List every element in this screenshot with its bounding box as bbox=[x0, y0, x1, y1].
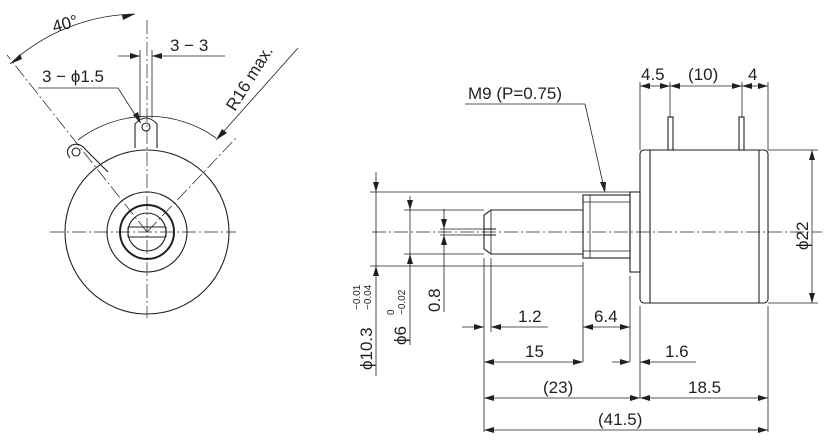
body-diameter-label: ϕ22 bbox=[793, 222, 812, 250]
solder-lug-top bbox=[134, 117, 158, 148]
bushing-outer-circle bbox=[106, 191, 188, 273]
bushing-inner-circle bbox=[119, 204, 175, 260]
body-length-label: 18.5 bbox=[688, 378, 721, 397]
threaded-bushing bbox=[582, 194, 631, 259]
hole-spacing-label: 3 − 3 bbox=[170, 36, 208, 55]
bushing-tolerance-upper: −0.01 bbox=[352, 284, 363, 310]
front-view: 40° 3 − 3 3 − ϕ1.5 R16 max. bbox=[6, 11, 299, 318]
bushing-diameter-label: ϕ10.3 bbox=[357, 327, 376, 370]
body-outline-circle bbox=[64, 149, 230, 315]
solder-lug-left bbox=[66, 143, 109, 173]
angle-label: 40° bbox=[50, 11, 80, 36]
bushing-length-label: 6.4 bbox=[594, 307, 618, 326]
radius-label: R16 max. bbox=[222, 42, 277, 114]
overall-length-label: (41.5) bbox=[598, 410, 642, 429]
terminal-right bbox=[738, 116, 745, 151]
flange-thickness-label: 1.6 bbox=[665, 342, 689, 361]
lead-dim-b-label: 4 bbox=[748, 65, 757, 84]
r16-arc bbox=[77, 115, 217, 141]
potentiometer-body bbox=[639, 149, 769, 304]
slot-width-label: 0.8 bbox=[425, 288, 444, 312]
shaft-tolerance-upper: 0 bbox=[386, 309, 397, 315]
slot-depth-label: 1.2 bbox=[518, 307, 542, 326]
hole-diameter-label: 3 − ϕ1.5 bbox=[42, 67, 104, 86]
shaft-tolerance-lower: −0.02 bbox=[397, 289, 408, 315]
front-length-label: (23) bbox=[543, 378, 573, 397]
bushing-tolerance-lower: −0.04 bbox=[363, 284, 374, 310]
shaft-slot bbox=[127, 226, 167, 238]
lead-spacing-label: (10) bbox=[688, 65, 718, 84]
side-view: ϕ10.3 −0.01 −0.04 ϕ6 0 −0.02 0.8 ϕ22 bbox=[352, 65, 822, 433]
thread-label: M9 (P=0.75) bbox=[468, 84, 562, 103]
terminal-left bbox=[667, 116, 674, 151]
shaft-diameter-label: ϕ6 bbox=[391, 326, 410, 345]
shaft bbox=[483, 209, 583, 255]
lead-dim-a-label: 4.5 bbox=[641, 65, 665, 84]
shaft-length-label: 15 bbox=[525, 342, 544, 361]
